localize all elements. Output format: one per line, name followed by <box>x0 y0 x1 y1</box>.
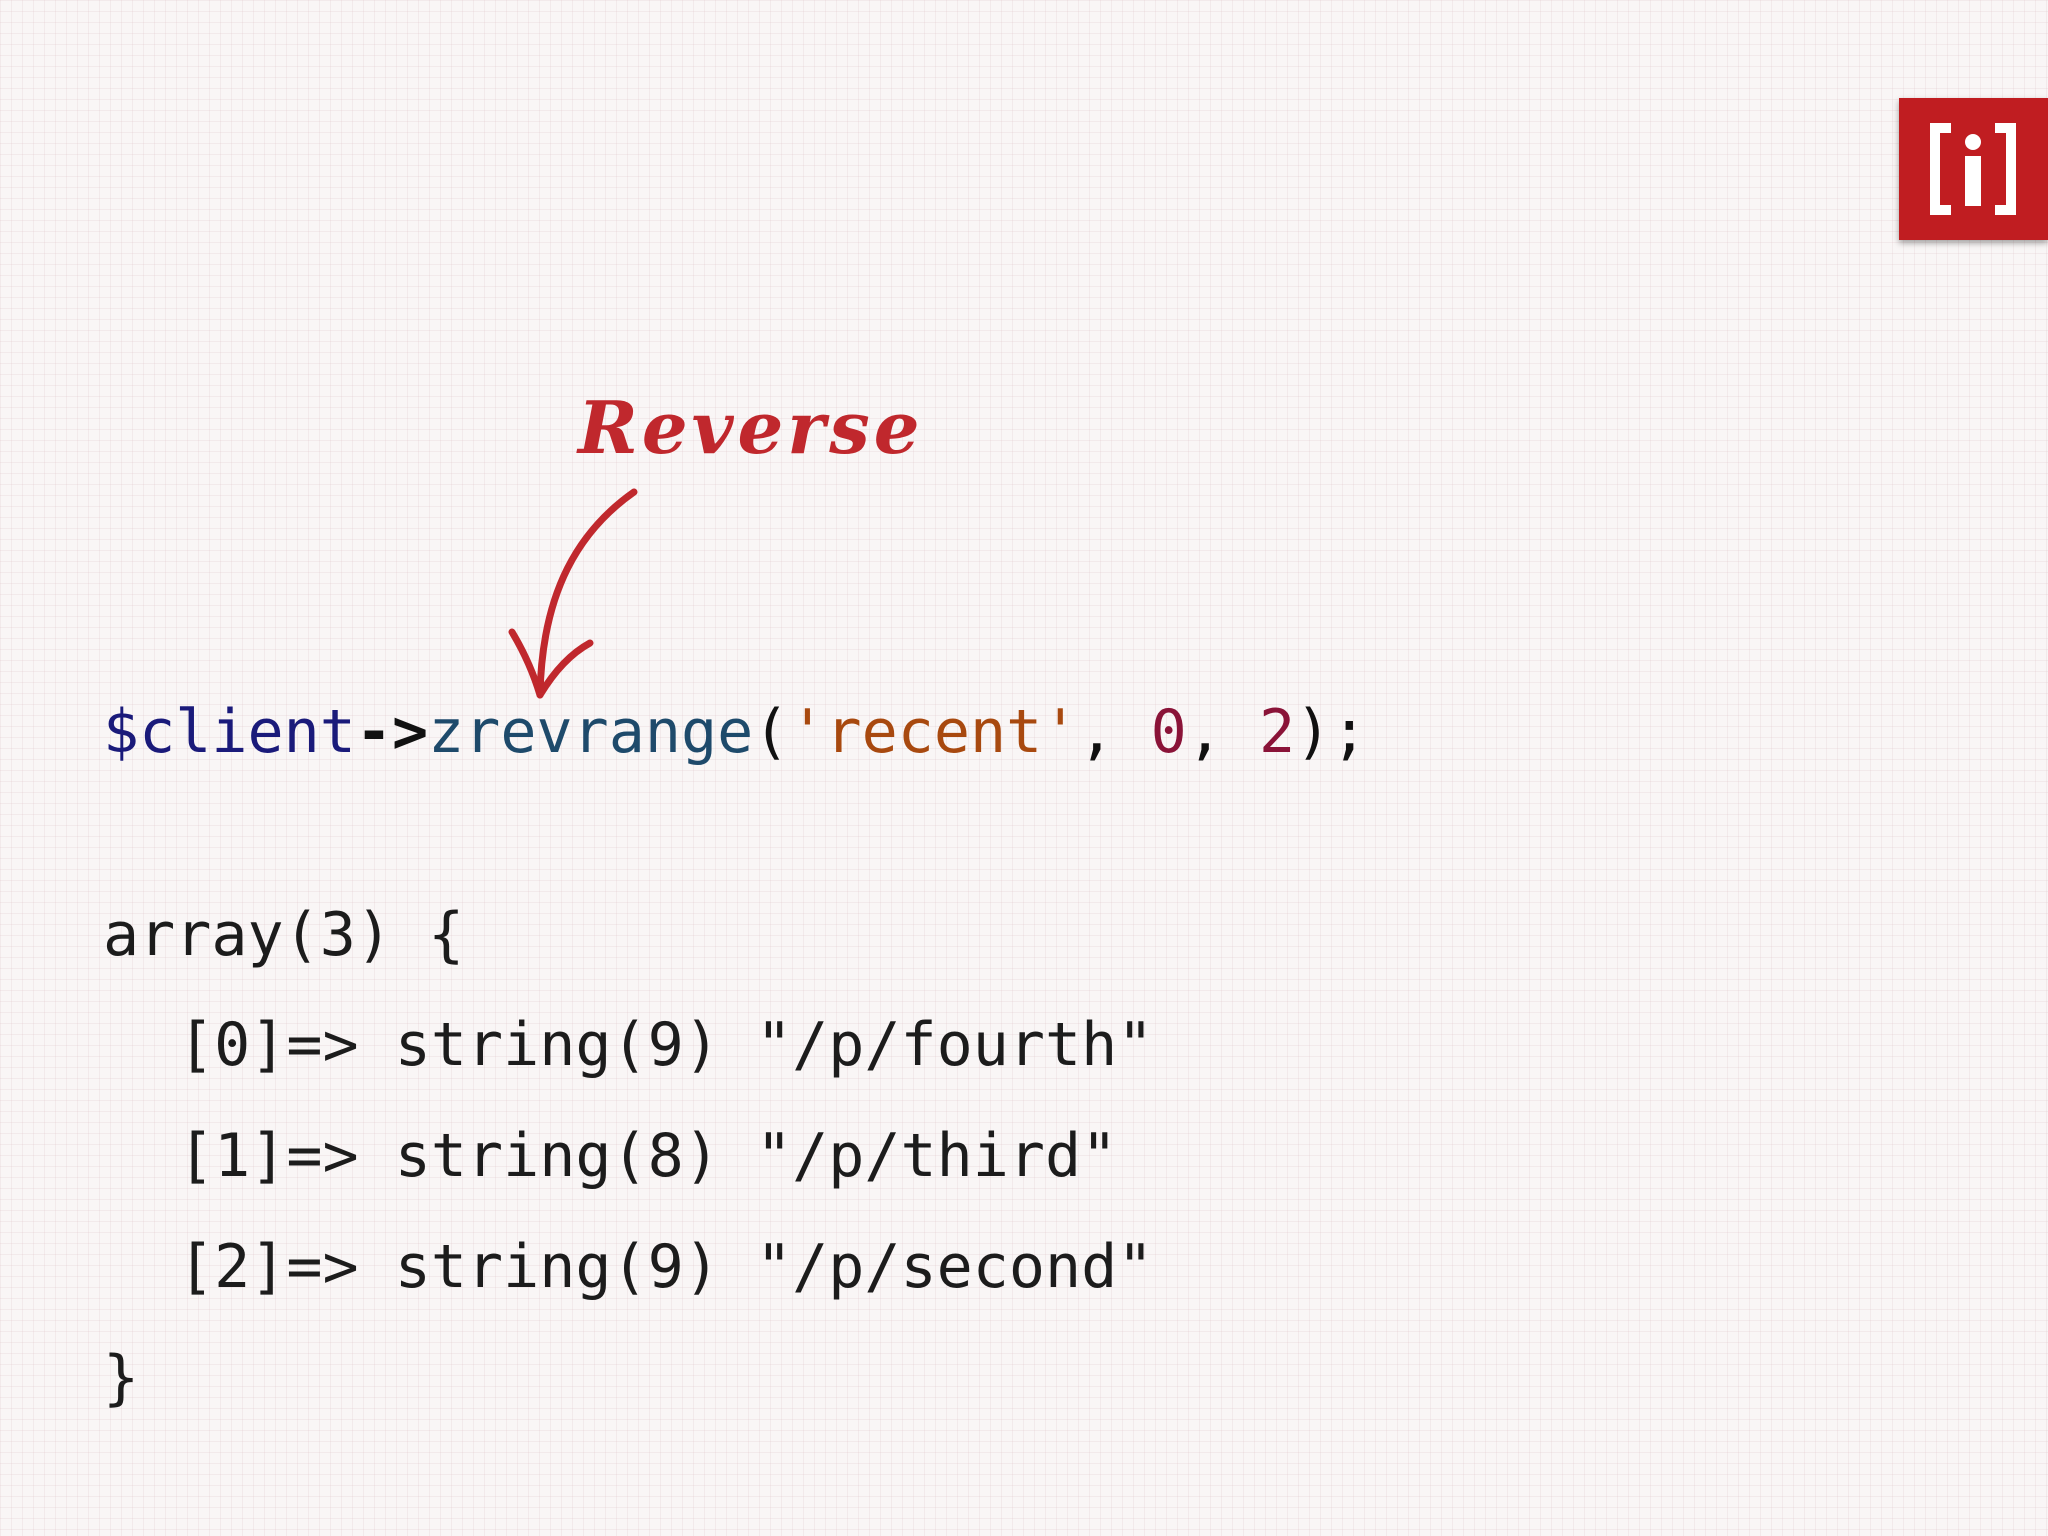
output-item-line: [2]=> string(9) "/p/second" <box>178 1232 1154 1302</box>
reverse-annotation: Reverse <box>578 385 924 470</box>
end-argument: 2 <box>1258 697 1296 767</box>
close-paren-semicolon: ); <box>1295 697 1368 767</box>
bracket-i-logo-icon <box>1930 123 2016 215</box>
zrevrange-call-line: $client->zrevrange('recent', 0, 2); <box>103 702 1367 762</box>
output-item-line: [1]=> string(8) "/p/third" <box>178 1121 1118 1191</box>
output-header-line: array(3) { <box>103 900 465 970</box>
comma-separator: , <box>1186 697 1259 767</box>
output-footer-line: } <box>103 1343 140 1413</box>
client-variable: $client <box>103 697 356 767</box>
method-name: zrevrange <box>428 697 754 767</box>
logo <box>1899 98 2048 240</box>
output-item-line: [0]=> string(9) "/p/fourth" <box>178 1010 1154 1080</box>
open-paren: ( <box>753 697 790 767</box>
curved-arrow-icon <box>508 488 638 699</box>
comma-separator: , <box>1078 697 1151 767</box>
key-argument: 'recent' <box>789 697 1079 767</box>
start-argument: 0 <box>1150 697 1187 767</box>
arrow-operator: -> <box>355 697 429 767</box>
